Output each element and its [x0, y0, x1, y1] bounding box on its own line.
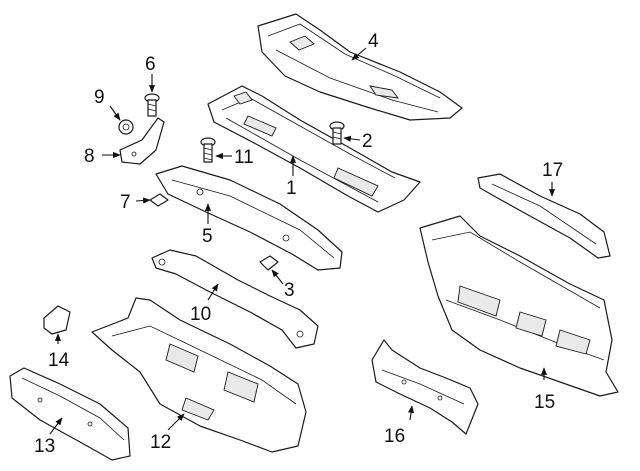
- callout-9: 9: [94, 87, 105, 108]
- callout-13: 13: [34, 436, 55, 457]
- callout-5: 5: [202, 226, 213, 247]
- part-1-cowl-panel: [207, 85, 421, 213]
- callout-7: 7: [120, 192, 131, 213]
- part-17-reinforcement: [477, 173, 611, 259]
- callout-4: 4: [368, 31, 379, 52]
- leader-4: [351, 47, 367, 61]
- part-15-dash-panel: [419, 215, 619, 397]
- callout-3: 3: [284, 280, 295, 301]
- part-3-nut: [259, 255, 279, 271]
- part-12-lower-panel: [91, 297, 307, 453]
- part-9-grommet: [118, 119, 134, 135]
- part-16-side-bracket: [371, 339, 479, 435]
- callout-2: 2: [362, 131, 373, 152]
- leader-16: [407, 405, 415, 421]
- callout-16: 16: [384, 426, 405, 447]
- callout-17: 17: [542, 160, 563, 181]
- callouts: 1 2 3 4 5 6 7 8 9 10 11 12 13 14 15 16 1…: [34, 31, 563, 457]
- leader-2: [343, 135, 361, 142]
- callout-11: 11: [234, 147, 254, 168]
- part-4-cowl-cover: [257, 13, 463, 121]
- leader-10: [207, 283, 219, 301]
- leader-9: [109, 105, 121, 121]
- part-10-brace: [151, 249, 319, 349]
- part-13-sill: [9, 367, 131, 461]
- callout-10: 10: [190, 304, 211, 325]
- part-5-cross-member: [155, 165, 343, 271]
- callout-6: 6: [145, 54, 156, 75]
- part-7-clip: [149, 193, 169, 207]
- callout-14: 14: [48, 350, 70, 371]
- callout-1: 1: [286, 178, 297, 199]
- leader-lines: [49, 47, 556, 435]
- part-11-bolt: [200, 137, 216, 163]
- leader-3: [271, 269, 284, 285]
- part-14-bracket: [43, 305, 71, 335]
- callout-8: 8: [84, 146, 95, 167]
- callout-12: 12: [150, 432, 171, 453]
- leader-13: [49, 417, 63, 435]
- part-2-bolt: [329, 121, 345, 145]
- part-6-bolt: [144, 93, 160, 117]
- callout-15: 15: [534, 392, 555, 413]
- leader-7: [135, 197, 151, 204]
- leader-12: [167, 413, 185, 431]
- part-8-bracket: [119, 117, 165, 165]
